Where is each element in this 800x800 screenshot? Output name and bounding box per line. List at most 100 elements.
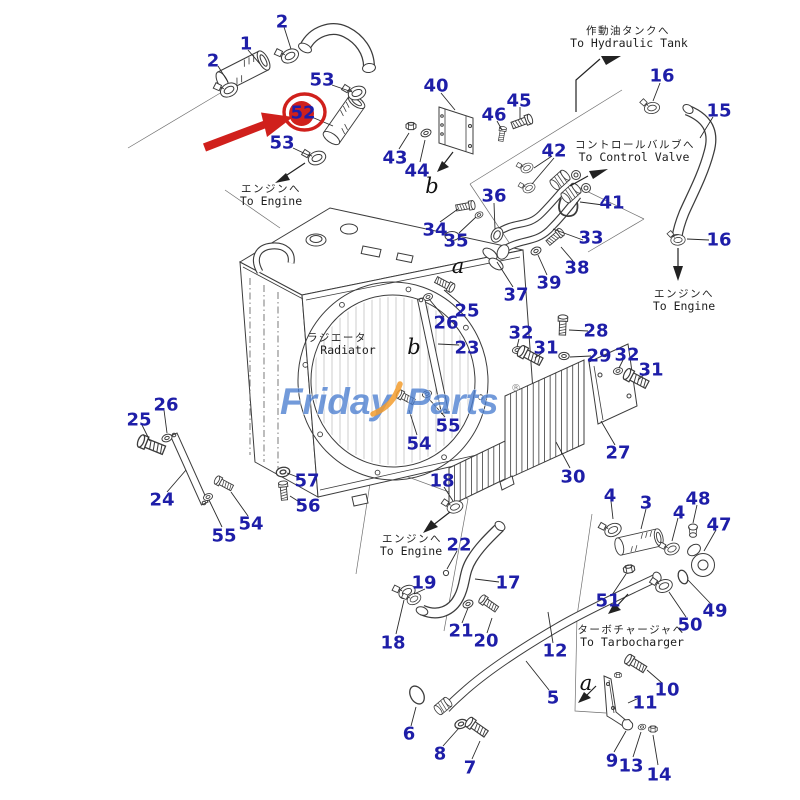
clamp-42 [514, 157, 535, 177]
bolt-28 [557, 314, 569, 336]
annotation-en: Radiator [320, 343, 375, 357]
annotation-en: To Engine [240, 194, 302, 208]
bolt-46 [496, 125, 508, 143]
part-label-33: 33 [578, 228, 603, 249]
part-label-56: 56 [295, 496, 320, 517]
part-label-34: 34 [422, 220, 447, 241]
annotation-en: To Control Valve [579, 150, 690, 164]
ref-letter-b: b [407, 335, 420, 359]
washer-39 [529, 245, 543, 257]
bolt-34 [454, 199, 477, 213]
part-label-10: 10 [654, 680, 679, 701]
annotation-jp: ラジエータ [307, 332, 367, 344]
part-label-54: 54 [238, 514, 263, 535]
annotation-jp: コントロールバルブへ [575, 138, 695, 151]
part-label-35: 35 [443, 231, 468, 252]
annotation-jp: エンジンへ [382, 533, 442, 545]
clamp-53 [339, 77, 369, 105]
part-label-32: 32 [614, 345, 639, 366]
part-label-21: 21 [448, 621, 473, 642]
highlight-arrow-icon [203, 112, 293, 152]
clamp-2 [272, 40, 302, 69]
part-label-53: 53 [269, 133, 294, 154]
annotation-en: To Hydraulic Tank [570, 36, 688, 50]
part-label-26: 26 [153, 395, 178, 416]
clamp-42 [516, 177, 537, 197]
part-label-52: 52 [290, 103, 315, 124]
part-label-49: 49 [702, 601, 727, 622]
strut-24 [169, 432, 209, 506]
nut-51 [622, 563, 636, 575]
ref-letter-b: b [425, 174, 438, 198]
bracket-11-group [603, 652, 658, 733]
part-label-23: 23 [454, 338, 479, 359]
part-label-25: 25 [454, 301, 479, 322]
part-label-57: 57 [294, 471, 319, 492]
turbo-connection-group [596, 515, 715, 597]
part-label-43: 43 [382, 148, 407, 169]
clamp-16 [638, 95, 661, 116]
highlight-circle-icon [282, 92, 327, 132]
part-label-16: 16 [649, 66, 674, 87]
part-label-39: 39 [536, 273, 561, 294]
cooler-bracket-27 [588, 343, 638, 425]
annotation-jp: エンジンへ [654, 288, 714, 300]
watermark-swoosh-icon [370, 381, 403, 417]
tube-assembly [482, 157, 591, 271]
annotation-en: To Engine [653, 299, 715, 313]
washer-13 [637, 723, 647, 731]
part-label-6: 6 [403, 724, 416, 745]
mount-bracket-40 [438, 106, 474, 155]
hose-52 [320, 92, 368, 148]
highlight-layer [203, 92, 327, 152]
nut [614, 672, 622, 678]
part-label-2: 2 [207, 51, 220, 72]
part-label-29: 29 [586, 346, 611, 367]
annotation-jp: ターボチャージャへ [577, 624, 684, 636]
upper-hose-group [211, 23, 376, 170]
part-label-22: 22 [446, 535, 471, 556]
annotation-en: To Tarbocharger [580, 635, 684, 649]
watermark-parts: Parts [406, 381, 499, 422]
watermark-friday: Friday [280, 381, 393, 422]
part-label-50: 50 [677, 615, 702, 636]
part-label-9: 9 [606, 751, 619, 772]
annotation-jp: エンジンへ [241, 183, 301, 195]
part-label-45: 45 [506, 91, 531, 112]
part-label-20: 20 [473, 631, 498, 652]
part-label-31: 31 [533, 338, 558, 359]
part-label-36: 36 [481, 186, 506, 207]
watermark: Friday Parts ® [279, 380, 521, 422]
clamp-53 [299, 142, 329, 170]
part-label-54: 54 [406, 434, 431, 455]
ref-letter-a: a [580, 671, 593, 695]
part-label-8: 8 [434, 744, 447, 765]
part-label-41: 41 [599, 193, 624, 214]
washer-44 [419, 127, 433, 139]
part-label-55: 55 [211, 526, 236, 547]
part-label-37: 37 [503, 285, 528, 306]
part-label-18: 18 [380, 633, 405, 654]
part-label-51: 51 [595, 591, 620, 612]
part-label-4: 4 [604, 486, 617, 507]
bolt-20 [477, 593, 500, 614]
part-label-42: 42 [541, 141, 566, 162]
part-label-28: 28 [583, 321, 608, 342]
bolt-45 [509, 113, 535, 131]
part-label-12: 12 [542, 641, 567, 662]
part-label-40: 40 [423, 76, 448, 97]
hose-3 [612, 527, 666, 557]
part-label-31: 31 [638, 360, 663, 381]
part-label-3: 3 [640, 493, 653, 514]
u-clip-41 [558, 197, 579, 217]
oil-cooler [448, 343, 638, 507]
part-label-38: 38 [564, 258, 589, 279]
highlight-fill [289, 101, 314, 126]
part-label-7: 7 [464, 758, 477, 779]
part-label-27: 27 [605, 443, 630, 464]
part-label-32: 32 [508, 323, 533, 344]
